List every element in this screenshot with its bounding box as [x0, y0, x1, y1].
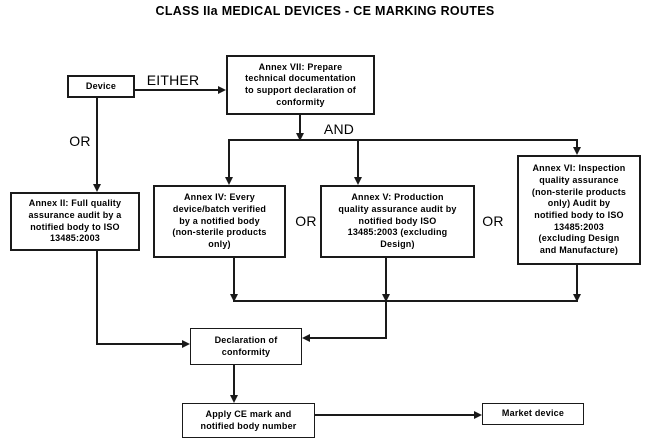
node-annex-vii-label: Annex VII: Prepare technical documentati… [244, 61, 356, 107]
edge-and-annexvi-line [576, 141, 578, 147]
node-annex-ii-label: Annex II: Full quality assurance audit b… [28, 198, 122, 244]
node-annex-iv-label: Annex IV: Every device/batch verified by… [172, 192, 267, 250]
node-declaration-label: Declaration of conformity [214, 334, 278, 357]
edge-device-annexvii-line [135, 89, 219, 91]
edge-annexvi-collector-line [576, 265, 578, 294]
node-annex-vi: Annex VI: Inspection quality assurance (… [517, 155, 641, 265]
node-declaration: Declaration of conformity [190, 328, 302, 365]
arrowhead-right-icon [474, 410, 482, 419]
edge-annexii-declaration-vline [96, 251, 98, 345]
node-annex-v-label: Annex V: Production quality assurance au… [338, 192, 457, 250]
arrowhead-right-icon [218, 85, 226, 94]
node-annex-vii: Annex VII: Prepare technical documentati… [226, 55, 375, 115]
arrowhead-down-icon [92, 184, 101, 192]
edge-annexiv-collector-line [233, 258, 235, 294]
label-and: AND [323, 121, 355, 137]
node-annex-iv: Annex IV: Every device/batch verified by… [153, 185, 286, 258]
arrowhead-down-icon [353, 177, 362, 185]
edge-collector-declaration-hline [310, 337, 387, 339]
edge-declaration-applyce-line [233, 365, 235, 395]
node-annex-vi-label: Annex VI: Inspection quality assurance (… [531, 163, 627, 256]
node-market-device: Market device [482, 403, 584, 425]
arrowhead-right-icon [182, 339, 190, 348]
edge-device-annexii-line [96, 98, 98, 184]
node-market-device-label: Market device [501, 408, 565, 419]
page-title: CLASS IIa MEDICAL DEVICES - CE MARKING R… [155, 4, 495, 18]
arrowhead-down-icon [229, 294, 238, 302]
and-distribution-line [228, 139, 578, 141]
edge-and-annexiv-line [228, 141, 230, 177]
edge-collector-declaration-vline [385, 300, 387, 338]
arrowhead-down-icon [229, 395, 238, 403]
arrowhead-down-icon [381, 294, 390, 302]
node-annex-v: Annex V: Production quality assurance au… [320, 185, 475, 258]
label-or-right: OR [482, 213, 504, 229]
label-or-left: OR [69, 133, 91, 149]
arrowhead-down-icon [224, 177, 233, 185]
edge-applyce-market-line [315, 414, 474, 416]
label-either: EITHER [146, 72, 200, 88]
arrowhead-down-icon [572, 147, 581, 155]
edge-annexv-collector-line [385, 258, 387, 294]
edge-annexvii-down-line [299, 115, 301, 133]
node-apply-ce: Apply CE mark and notified body number [182, 403, 315, 438]
node-device: Device [67, 75, 135, 98]
node-device-label: Device [85, 80, 117, 91]
collector-line [233, 300, 578, 302]
node-annex-ii: Annex II: Full quality assurance audit b… [10, 192, 140, 251]
node-apply-ce-label: Apply CE mark and notified body number [200, 408, 297, 431]
edge-and-annexv-line [357, 141, 359, 177]
arrowhead-left-icon [302, 333, 310, 342]
edge-annexii-declaration-hline [96, 343, 182, 345]
arrowhead-down-icon [572, 294, 581, 302]
label-or-mid: OR [295, 213, 317, 229]
arrowhead-down-icon [295, 133, 304, 141]
